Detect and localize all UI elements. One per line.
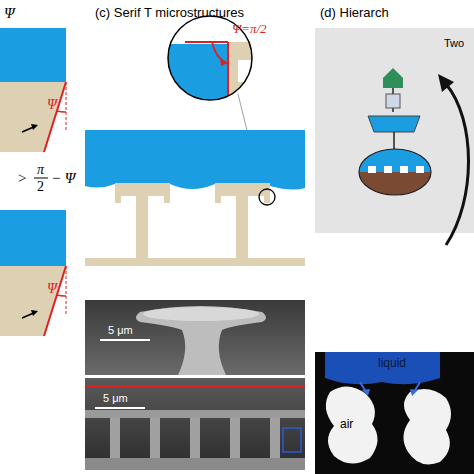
liquid-region [0, 210, 66, 266]
liquid-bath [368, 116, 420, 132]
serif-cap [215, 183, 270, 196]
fraction-numerator: π [37, 163, 44, 177]
pillar-stem [136, 196, 148, 258]
arrow-head [410, 389, 418, 396]
liquid-region [359, 149, 431, 172]
scale-bar [100, 339, 150, 341]
mushroom-pillar [136, 306, 266, 375]
math-term: − Ψ [51, 171, 75, 186]
serif-lip [115, 196, 121, 203]
angle-value: Ψ=π/2 [232, 22, 267, 35]
section-line [85, 385, 305, 387]
syringe-barrel [386, 94, 400, 108]
liquid-region [160, 80, 228, 110]
angle-arc [57, 295, 66, 296]
scale-label: 5 μm [103, 393, 128, 404]
pillar-stem [236, 196, 248, 258]
detail-box [283, 428, 301, 452]
zoom-content [160, 10, 273, 112]
zoom-background [160, 10, 270, 110]
sem-image [85, 300, 305, 375]
air-region [326, 386, 378, 463]
air-pocket [368, 166, 376, 173]
air-region [403, 389, 451, 464]
cross-section-stem [190, 418, 200, 458]
reference-line [185, 41, 228, 43]
air-pocket [384, 166, 392, 173]
sem-image [85, 378, 305, 470]
angle-symbol: Ψ [47, 98, 57, 112]
reference-line [66, 266, 67, 314]
angle-symbol: Ψ [4, 6, 15, 21]
detail-circle [259, 189, 275, 205]
math-operator: > [18, 171, 26, 186]
panel-title: (d) Hierarch [320, 6, 389, 19]
serif-cap [115, 183, 170, 196]
air-pocket [400, 166, 408, 173]
serif-lip [264, 196, 270, 203]
connector-line [393, 132, 395, 150]
substrate [85, 258, 305, 266]
cycle-arrow [446, 84, 469, 245]
step-label: Two [444, 38, 464, 49]
panel-title: (c) Serif T microstructures [95, 6, 244, 19]
arrow-head [438, 74, 454, 92]
cross-section-stem [110, 418, 120, 458]
scale-bar [95, 407, 145, 409]
zoom-oval [359, 149, 431, 195]
substrate [85, 458, 305, 470]
liquid-region [85, 130, 305, 189]
liquid-region [325, 352, 440, 384]
panel-background [315, 28, 474, 233]
arrow-head [31, 310, 38, 316]
cross-section-stem [230, 418, 240, 458]
fraction-bar [34, 178, 48, 179]
serif-lip [164, 196, 170, 203]
arrow-head [362, 389, 370, 396]
fraction-denominator: 2 [37, 180, 44, 194]
solid-wedge [0, 266, 66, 336]
substrate-view [359, 149, 431, 195]
pillar-top [143, 307, 259, 321]
arrow-head [31, 124, 38, 130]
angle-symbol: Ψ [47, 282, 57, 296]
reference-line [66, 82, 67, 130]
air-pocket [238, 60, 273, 82]
region-label: air [340, 418, 353, 430]
serif-lip [215, 196, 221, 203]
arrow-head [220, 58, 228, 66]
syringe-pump [383, 68, 403, 88]
cap-layer [85, 410, 305, 418]
cross-section-stem [270, 418, 280, 458]
angle-arc [57, 111, 66, 112]
scale-label: 5 μm [108, 325, 133, 336]
liquid-region [0, 28, 66, 82]
cross-section-stem [150, 418, 160, 458]
region-label: liquid [378, 357, 406, 369]
serif-cap [228, 42, 273, 112]
interface-line [227, 42, 229, 112]
interface-line [44, 266, 66, 336]
micrograph [315, 352, 474, 474]
air-pocket [416, 166, 424, 173]
liquid-region [160, 44, 228, 110]
solid-wedge [0, 82, 66, 152]
interface-line [44, 82, 66, 152]
angle-arrow [212, 42, 225, 62]
liquid-region [85, 130, 305, 190]
